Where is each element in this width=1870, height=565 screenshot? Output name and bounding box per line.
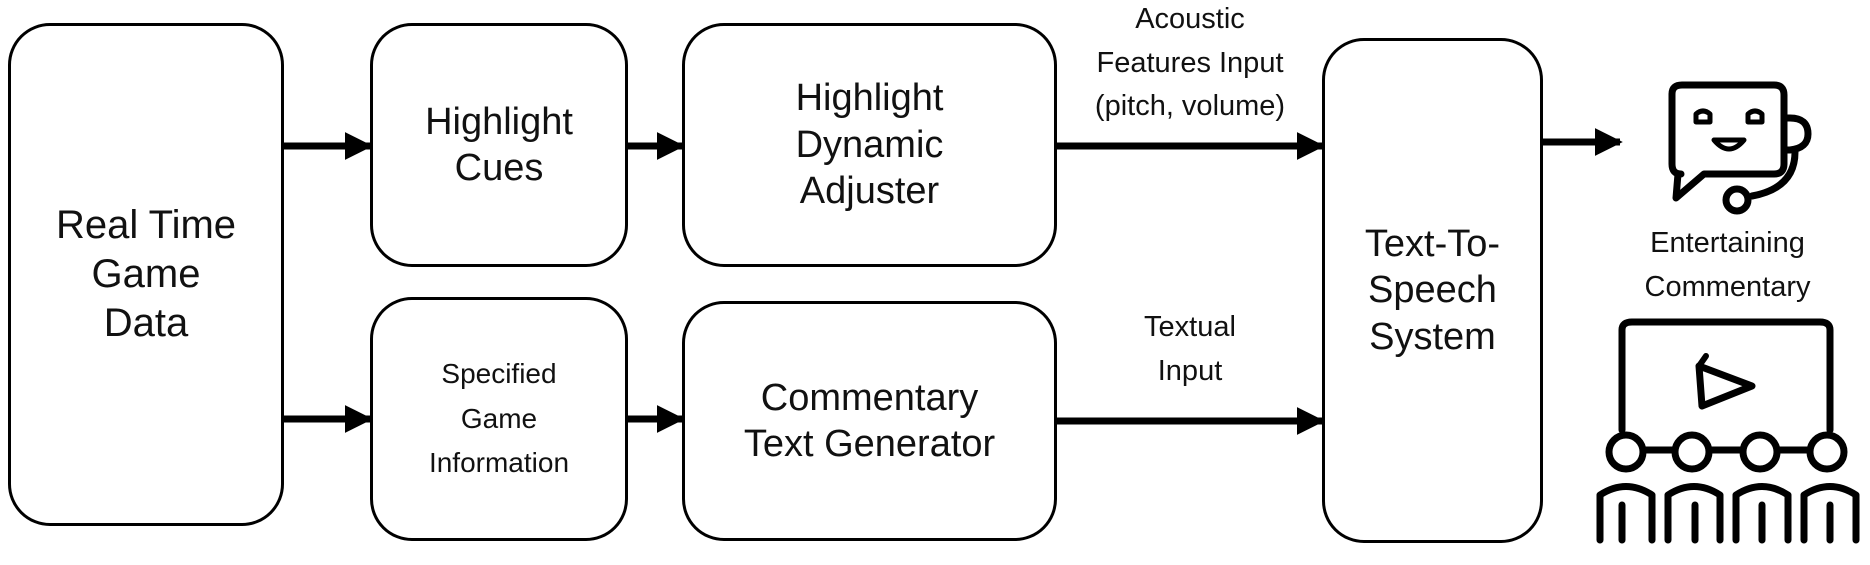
- output-label: Entertaining Commentary: [1644, 227, 1811, 303]
- node-highlight-cues-label: Highlight Cues: [425, 100, 573, 189]
- edge-label-acoustic: Acoustic Features Input (pitch, volume): [1094, 3, 1286, 122]
- node-specified-game-info: Specified Game Information: [370, 297, 628, 541]
- node-realtime-game-data: Real Time Game Data: [8, 23, 284, 526]
- chatbot-icon: [1668, 81, 1812, 215]
- node-highlight-cues: Highlight Cues: [370, 23, 628, 267]
- edge-label-textual: Textual Input: [1144, 311, 1236, 387]
- node-generator-label: Commentary Text Generator: [743, 376, 996, 465]
- node-highlight-dynamic-adjuster: Highlight Dynamic Adjuster: [682, 23, 1057, 267]
- node-text-to-speech: Text-To- Speech System: [1322, 38, 1543, 543]
- node-adjuster-label: Highlight Dynamic Adjuster: [795, 77, 944, 213]
- node-tts-label: Text-To- Speech System: [1364, 222, 1501, 358]
- node-commentary-text-generator: Commentary Text Generator: [682, 301, 1057, 541]
- node-realtime-label: Real Time Game Data: [55, 203, 237, 345]
- node-specified-info-label: Specified Game Information: [428, 357, 570, 479]
- audience-screen-icon: [1596, 318, 1860, 544]
